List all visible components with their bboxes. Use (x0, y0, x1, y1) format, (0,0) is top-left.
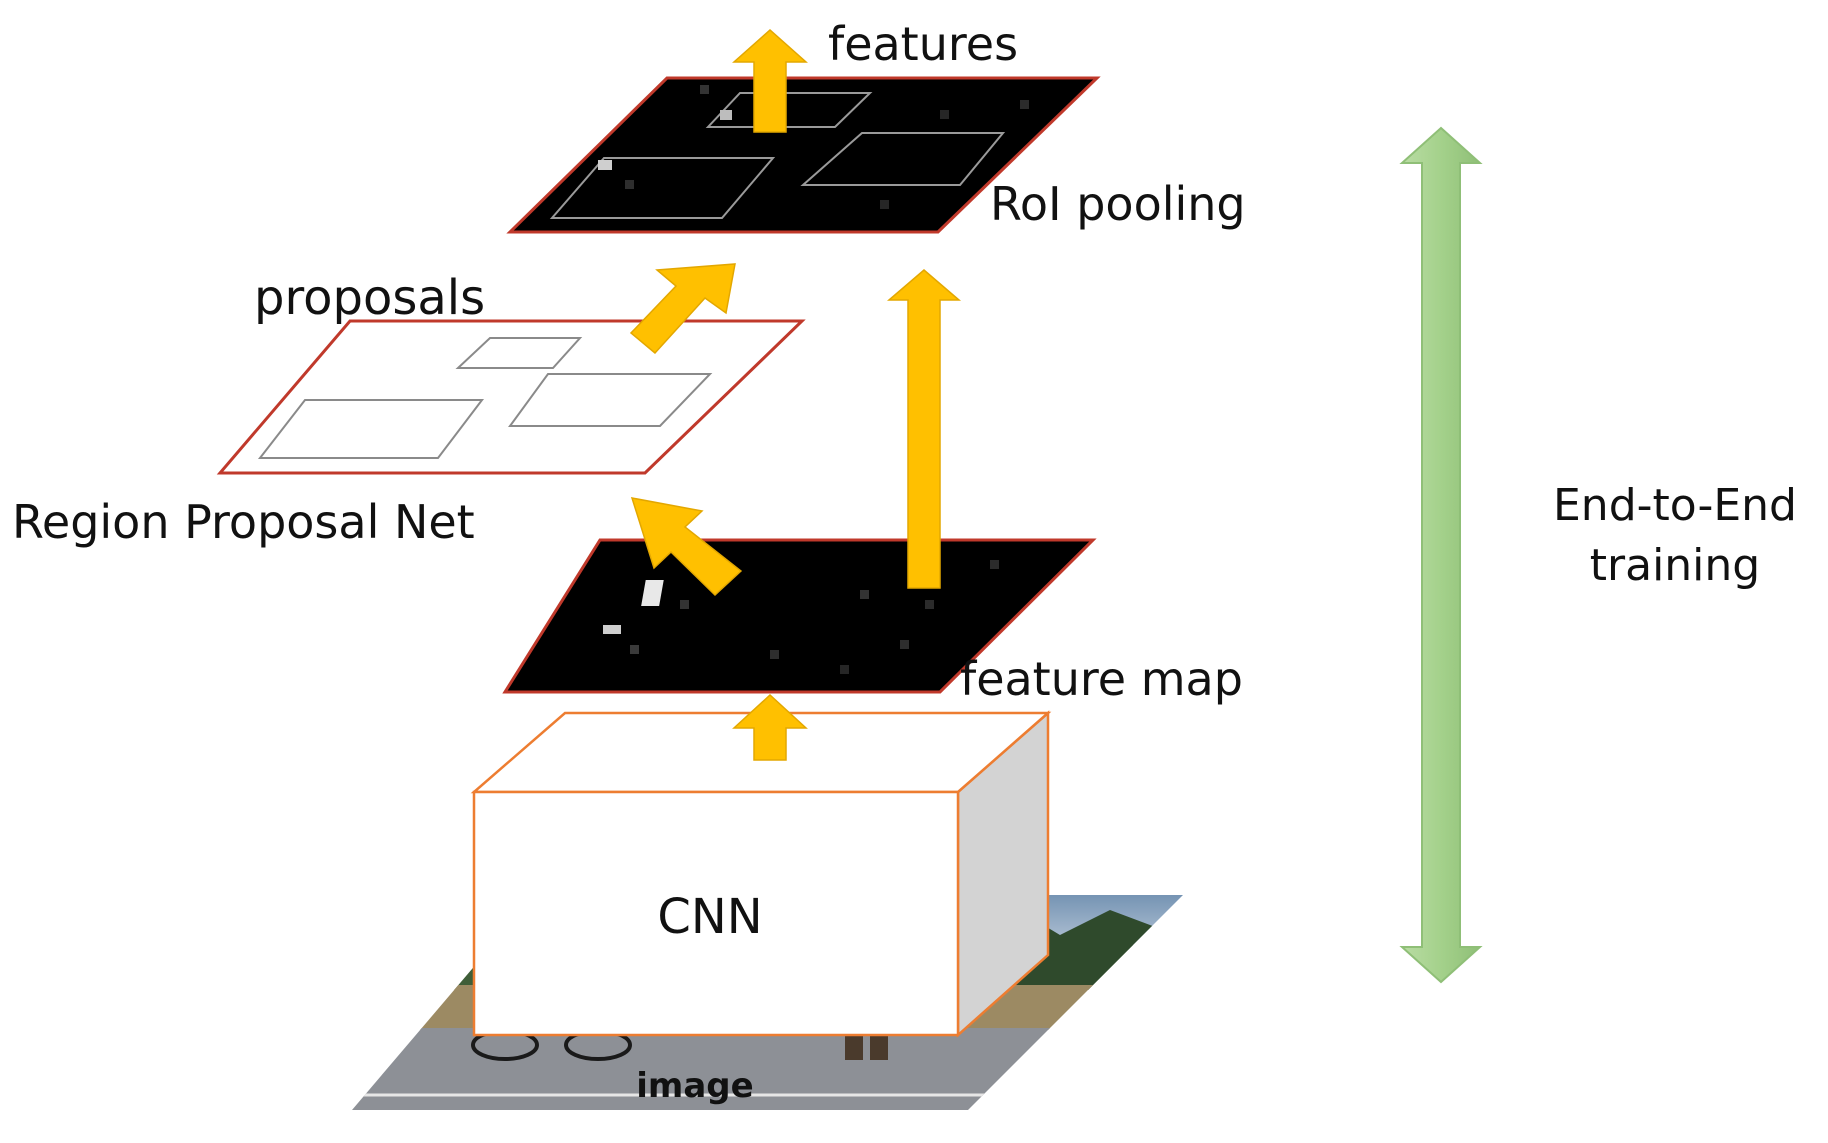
cnn-block: CNN (470, 710, 1052, 1038)
arrow-featuremap-to-rpn (630, 497, 743, 597)
roi-box-right (800, 132, 1006, 186)
feature-map-label: feature map (960, 652, 1243, 706)
roi-pooling-label: RoI pooling (990, 177, 1246, 231)
cnn-box-front (472, 790, 960, 1037)
features-label: features (828, 17, 1018, 71)
proposal-box-right (508, 373, 713, 427)
proposals-label: proposals (254, 270, 485, 326)
end-to-end-label-line2: training (1590, 540, 1760, 591)
arrow-proposals-to-roipooling (629, 263, 736, 355)
roi-pooling-plane: RoI pooling (506, 76, 1246, 234)
arrow-cnn-to-featuremap (732, 693, 808, 761)
roi-box-small (705, 92, 873, 128)
cnn-label: CNN (657, 889, 762, 945)
roi-box-left (549, 157, 776, 219)
arrow-roipooling-to-features (732, 28, 808, 133)
proposals-plane: proposals (216, 270, 806, 475)
region-proposal-net-label: Region Proposal Net (12, 495, 475, 549)
feature-map-plane: feature map (502, 538, 1243, 706)
arrow-featuremap-to-roipooling (886, 269, 962, 589)
end-to-end-training-arrow (1399, 126, 1483, 984)
end-to-end-label-line1: End-to-End (1553, 480, 1797, 531)
proposal-box-left (257, 399, 485, 459)
proposal-box-small (455, 337, 583, 369)
image-label: image (636, 1066, 753, 1106)
